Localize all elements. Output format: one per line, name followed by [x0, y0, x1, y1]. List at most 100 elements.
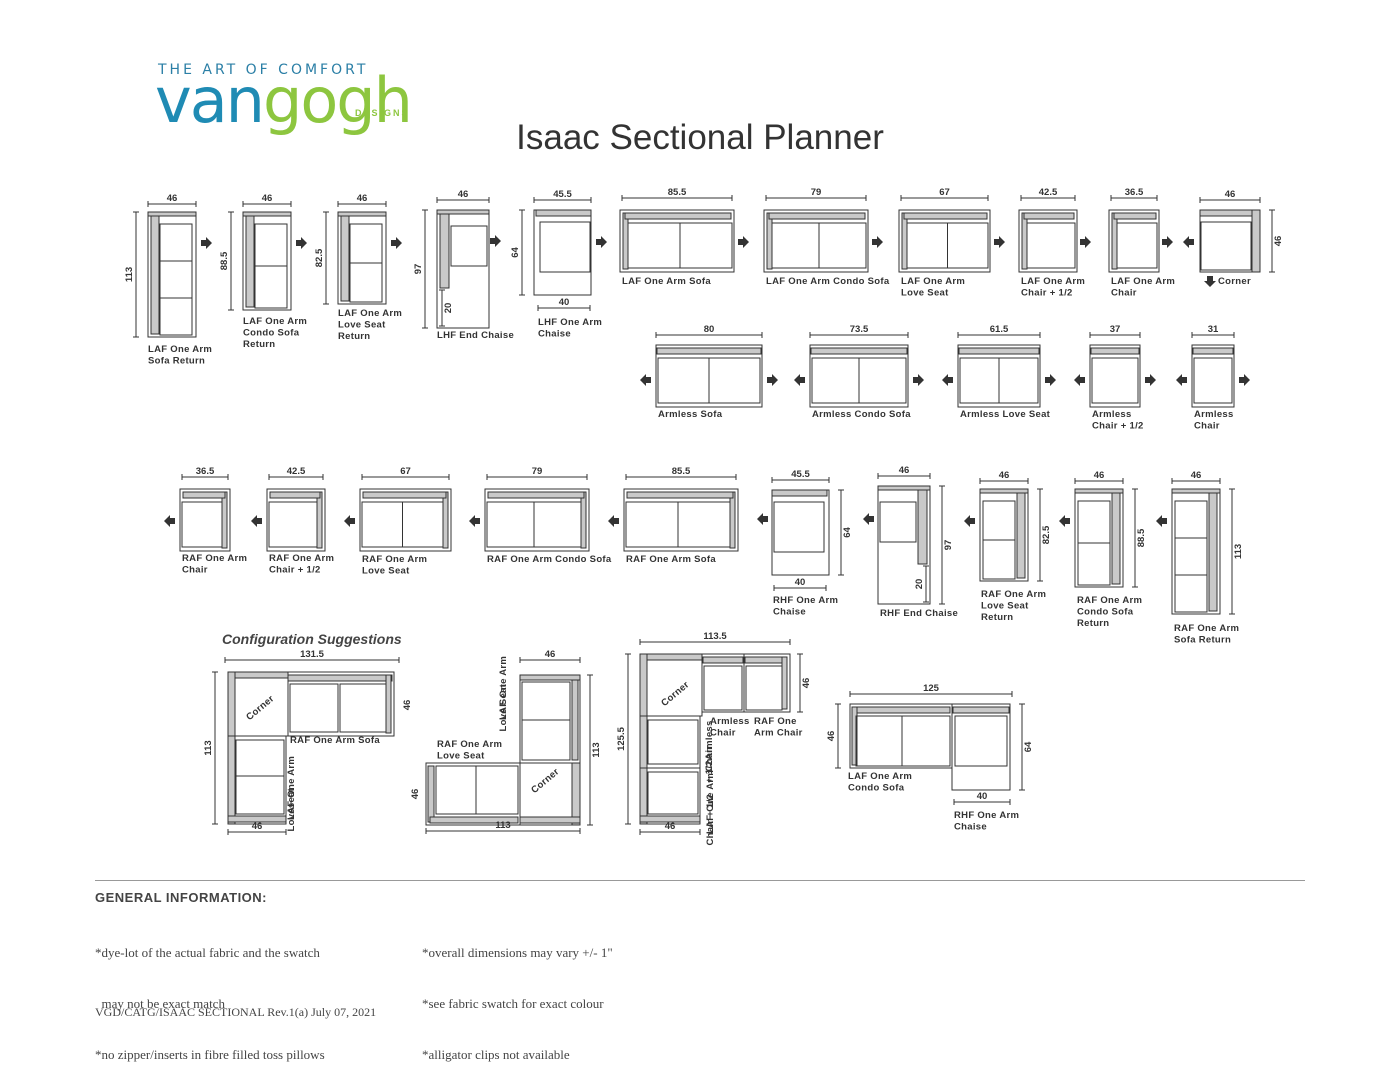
- dimension-value: 46: [999, 470, 1010, 481]
- back-band: [744, 656, 784, 664]
- arm-band: [442, 491, 449, 549]
- back-band: [519, 816, 581, 824]
- dimension-value: 85.5: [668, 187, 687, 198]
- dimension-value: 64: [842, 527, 853, 538]
- piece-outline: [763, 209, 869, 273]
- back-band: [227, 815, 287, 823]
- dimension-value: 36.5: [1125, 187, 1144, 198]
- note-line: may not be exact match: [95, 996, 225, 1011]
- direction-arrow-icon: [942, 374, 953, 386]
- dimension-value: 40: [795, 577, 806, 588]
- dimension-value: 46: [252, 821, 263, 832]
- back-band: [287, 674, 393, 682]
- direction-arrow-icon: [1074, 374, 1085, 386]
- dimension-value: 67: [400, 466, 411, 477]
- piece-label: LAF One Arm: [148, 344, 212, 355]
- direction-arrow-icon: [164, 515, 175, 527]
- seat-cushion: [708, 357, 761, 404]
- piece-label: RAF One Arm: [362, 554, 427, 565]
- piece-label: RAF One Arm: [1174, 623, 1239, 634]
- back-band: [535, 209, 592, 217]
- arm-band: [245, 214, 255, 308]
- back-band: [626, 491, 734, 499]
- piece-outline: [179, 488, 231, 552]
- direction-arrow-icon: [994, 236, 1005, 248]
- piece-label: Chaise: [773, 607, 806, 618]
- piece-outline: [1089, 344, 1141, 408]
- arm-band: [1208, 491, 1218, 612]
- seat-cushion: [679, 222, 733, 269]
- seat-cushion: [906, 222, 948, 269]
- piece-label: RAF One Arm Condo Sofa: [487, 554, 612, 565]
- arm-band: [766, 212, 773, 270]
- seat-cushion: [677, 501, 731, 548]
- dimension-value: 113: [124, 267, 135, 282]
- dimension-value: 36.5: [196, 466, 215, 477]
- seat-cushion: [954, 715, 1008, 767]
- piece-label: Return: [243, 339, 275, 350]
- back-band: [877, 485, 931, 491]
- seat-cushion: [773, 501, 825, 553]
- config-label: RAF One: [754, 716, 797, 727]
- config-label: Loveseat: [286, 787, 297, 831]
- back-band: [269, 491, 321, 499]
- arm-band: [1251, 209, 1261, 273]
- piece-label: Love Seat: [362, 566, 410, 577]
- arm-band: [1016, 491, 1026, 579]
- arm-band: [571, 677, 579, 761]
- arm-band: [571, 762, 581, 826]
- note-line: *no zipper/inserts in fibre filled toss …: [95, 1047, 325, 1062]
- seat-cushion: [254, 265, 288, 309]
- note-line: *see fabric swatch for exact colour: [422, 996, 604, 1011]
- direction-arrow-icon: [913, 374, 924, 386]
- brand-sub: DESIGNS: [355, 108, 410, 118]
- seat-cushion: [361, 501, 403, 548]
- arm-band: [1111, 212, 1118, 270]
- config-label: RAF One Arm: [437, 739, 502, 750]
- direction-arrow-icon: [1045, 374, 1056, 386]
- piece-outline: [743, 653, 791, 713]
- direction-arrow-icon: [1176, 374, 1187, 386]
- general-notes-left: *dye-lot of the actual fabric and the sw…: [95, 910, 325, 1080]
- piece-label: Armless: [1092, 409, 1132, 420]
- dimension-value: 80: [704, 324, 715, 335]
- seat-cushion: [533, 501, 582, 548]
- dimension-value: 46: [545, 649, 556, 660]
- dimension-value: 113: [1233, 544, 1244, 559]
- arm-band: [221, 491, 228, 549]
- dimension-value: 79: [811, 187, 822, 198]
- direction-arrow-icon: [1183, 236, 1194, 248]
- piece-label: LAF One Arm Condo Sofa: [766, 276, 890, 287]
- seat-cushion: [771, 222, 820, 269]
- dimension-value: 64: [1023, 741, 1034, 752]
- piece-label: LAF One Arm: [1021, 276, 1085, 287]
- seat-cushion: [1174, 574, 1208, 613]
- seat-cushion: [486, 501, 535, 548]
- back-band: [1199, 209, 1261, 217]
- piece-label: LAF One Arm: [243, 316, 307, 327]
- arm-band: [150, 214, 160, 335]
- seat-cushion: [402, 501, 444, 548]
- back-band: [958, 347, 1040, 355]
- config-label: Chair + 1/2: [705, 794, 716, 846]
- piece-label: Love Seat: [338, 320, 386, 331]
- arm-band: [901, 212, 908, 270]
- direction-arrow-icon: [738, 236, 749, 248]
- dimension-value: 46: [665, 821, 676, 832]
- arm-band: [227, 671, 236, 737]
- back-band: [624, 212, 732, 220]
- piece-label: RHF One Arm: [773, 595, 838, 606]
- config-label: Armless: [710, 716, 750, 727]
- piece-label: LAF One Arm: [338, 308, 402, 319]
- brand-word-b: gogh: [262, 64, 413, 137]
- seat-cushion: [647, 719, 699, 765]
- config-label: RHF One Arm: [954, 810, 1019, 821]
- back-band: [771, 489, 828, 497]
- back-band: [1192, 347, 1234, 355]
- seat-cushion: [235, 775, 285, 815]
- seat-cushion: [982, 500, 1016, 541]
- piece-outline: [484, 488, 590, 552]
- piece-outline: [623, 488, 739, 552]
- direction-arrow-icon: [469, 515, 480, 527]
- dimension-value: 46: [1273, 236, 1284, 247]
